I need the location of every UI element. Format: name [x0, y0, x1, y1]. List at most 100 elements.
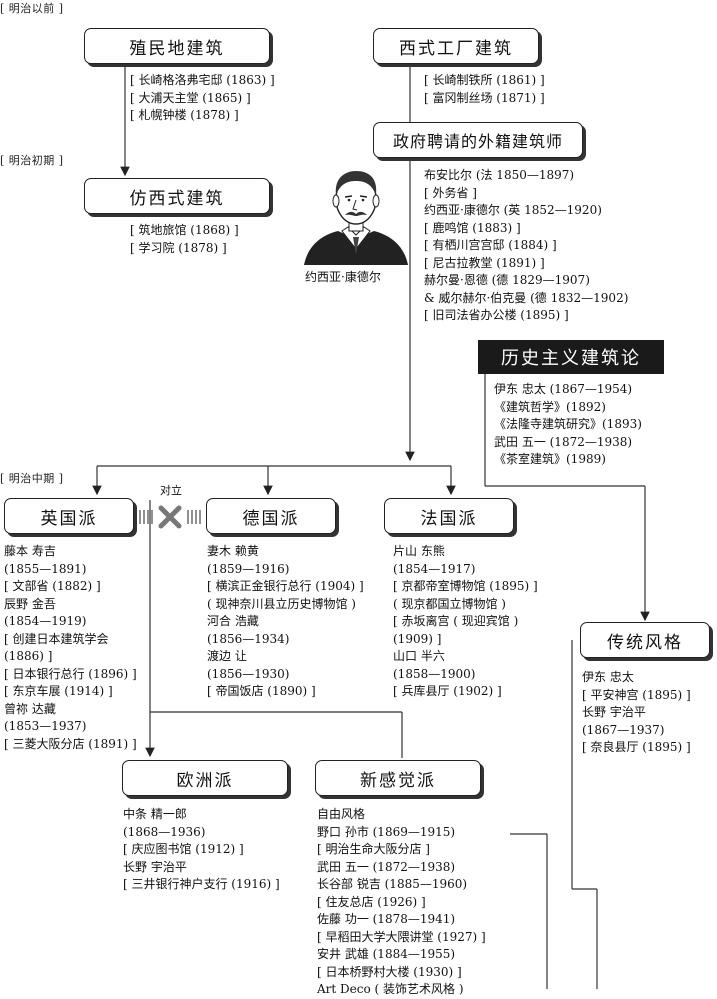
- list-item: 《法隆寺建筑研究》(1893): [494, 417, 642, 431]
- list-item: 长野 宇治平: [123, 859, 187, 874]
- list-item: (1854—1919): [4, 614, 87, 628]
- box-european-school: 欧洲派: [122, 760, 288, 796]
- list-item: [ 赤坂离宫 ( 现迎宾馆 ): [393, 614, 519, 628]
- opposition-x-icon: [158, 505, 182, 529]
- list-item: [ 三菱大阪分店 (1891) ]: [4, 736, 137, 751]
- list-item: [ 鹿鸣馆 (1883) ]: [424, 220, 521, 235]
- box-western-factory: 西式工厂建筑: [373, 28, 539, 64]
- list-item: [ 日本银行总行 (1896) ]: [4, 666, 137, 681]
- list-item: [ 早稻田大学大隈讲堂 (1927) ]: [317, 929, 486, 944]
- list-colonial: [ 长崎格洛弗宅邸 (1863) ] [ 大浦天主堂 (1865) ] [ 札幌…: [130, 72, 275, 125]
- list-item: 野口 孙市 (1869—1915): [317, 824, 456, 839]
- list-item: [ 尼古拉教堂 (1891) ]: [424, 255, 545, 270]
- list-item: 河合 浩藏: [207, 614, 259, 628]
- list-item: 中条 精一郎: [123, 807, 187, 821]
- list-item: ( 现神奈川县立历史博物馆 ): [207, 596, 356, 611]
- list-item: [ 长崎制铁所 (1861) ]: [424, 73, 545, 87]
- list-item: [ 札幌钟楼 (1878) ]: [130, 108, 239, 122]
- list-item: 武田 五一 (1872—1938): [317, 859, 456, 874]
- list-item: [ 明治生命大阪分店 ]: [317, 842, 430, 856]
- box-french-school: 法国派: [384, 498, 514, 534]
- list-item: 长野 宇治平: [582, 705, 646, 719]
- list-item: [ 日本桥野村大楼 (1930) ]: [317, 964, 462, 979]
- list-item: (1858—1900): [393, 666, 476, 681]
- list-item: (1853—1937): [4, 719, 87, 733]
- list-item: 伊东 忠太 (1867—1954): [494, 382, 633, 396]
- list-item: 布安比尔 (法 1850—1897): [424, 168, 575, 182]
- list-item: 长谷部 锐吉 (1885—1960): [317, 877, 468, 891]
- list-item: 伊东 忠太: [582, 670, 634, 684]
- list-item: 自由风格: [317, 807, 366, 821]
- list-foreign-architects: 布安比尔 (法 1850—1897) [ 外务省 ] 约西亚·康德尔 (英 18…: [424, 167, 628, 325]
- list-historicism: 伊东 忠太 (1867—1954) 《建筑哲学》(1892) 《法隆寺建筑研究》…: [494, 381, 642, 469]
- list-item: 妻木 赖黄: [207, 544, 259, 558]
- box-historicism: 历史主义建筑论: [478, 340, 664, 374]
- list-item: [ 筑地旅馆 (1868) ]: [130, 223, 239, 237]
- box-pseudo-western: 仿西式建筑: [84, 178, 270, 214]
- list-item: (1886) ]: [4, 649, 53, 663]
- box-colonial-architecture: 殖民地建筑: [84, 28, 270, 64]
- list-german-school: 妻木 赖黄 (1859—1916) [ 横滨正金银行总行 (1904) ] ( …: [207, 543, 364, 701]
- list-item: [ 东京车展 (1914) ]: [4, 684, 113, 698]
- list-item: [ 大浦天主堂 (1865) ]: [130, 90, 251, 105]
- list-item: (1854—1917): [393, 561, 476, 576]
- list-item: Art Deco ( 装饰艺术风格 ): [317, 982, 464, 996]
- list-item: 藤本 寿吉: [4, 544, 56, 558]
- list-item: [ 京都帝室博物馆 (1895) ]: [393, 579, 538, 593]
- list-item: [ 住友总店 (1926) ]: [317, 894, 426, 909]
- list-item: [ 学习院 (1878) ]: [130, 240, 227, 255]
- list-item: [ 旧司法省办公楼 (1895) ]: [424, 308, 569, 322]
- period-before-meiji: [ 明治以前 ]: [0, 2, 64, 15]
- list-item: ( 现京都国立博物馆 ): [393, 596, 506, 611]
- list-item: [ 外务省 ]: [424, 185, 477, 200]
- josiah-conder-portrait: [304, 171, 408, 265]
- list-traditional-style: 伊东 忠太 [ 平安神宫 (1895) ] 长野 宇治平 (1867—1937)…: [582, 669, 691, 757]
- period-middle-meiji: [ 明治中期 ]: [0, 472, 64, 485]
- list-item: [ 平安神宫 (1895) ]: [582, 687, 691, 702]
- list-item: (1859—1916): [207, 561, 290, 576]
- list-item: [ 有栖川宫宫邸 (1884) ]: [424, 238, 557, 252]
- list-item: 安井 武雄 (1884—1955): [317, 947, 456, 961]
- list-item: [ 兵库县厅 (1902) ]: [393, 684, 502, 698]
- box-british-school: 英国派: [4, 498, 134, 534]
- box-german-school: 德国派: [206, 498, 336, 534]
- box-new-sense-school: 新感觉派: [315, 760, 481, 796]
- list-item: (1855—1891): [4, 561, 87, 576]
- list-european-school: 中条 精一郎 (1868—1936) [ 庆应图书馆 (1912) ] 长野 宇…: [123, 806, 280, 894]
- list-item: 渡边 让: [207, 649, 247, 663]
- box-foreign-architects: 政府聘请的外籍建筑师: [373, 122, 583, 158]
- list-item: 山口 半六: [393, 649, 445, 663]
- list-item: & 威尔赫尔·伯克曼 (德 1832—1902): [424, 290, 629, 305]
- list-item: (1909) ]: [393, 631, 442, 646]
- list-item: (1856—1930): [207, 666, 290, 681]
- list-item: 赫尔曼·恩德 (德 1829—1907): [424, 273, 590, 287]
- list-item: (1868—1936): [123, 824, 206, 839]
- list-french-school: 片山 东熊 (1854—1917) [ 京都帝室博物馆 (1895) ] ( 现…: [393, 543, 538, 701]
- list-item: 《茶室建筑》(1989): [494, 452, 606, 466]
- list-item: [ 奈良县厅 (1895) ]: [582, 740, 691, 754]
- list-item: 辰野 金吾: [4, 596, 56, 611]
- portrait-caption: 约西亚·康德尔: [305, 270, 381, 284]
- list-item: (1856—1934): [207, 631, 290, 646]
- list-western-factory: [ 长崎制铁所 (1861) ] [ 富冈制丝场 (1871) ]: [424, 72, 545, 107]
- list-item: [ 创建日本建筑学会: [4, 631, 109, 646]
- list-item: 武田 五一 (1872—1938): [494, 434, 633, 449]
- list-item: [ 三井银行神户支行 (1916) ]: [123, 877, 280, 891]
- list-pseudo-western: [ 筑地旅馆 (1868) ] [ 学习院 (1878) ]: [130, 222, 239, 257]
- list-item: [ 富冈制丝场 (1871) ]: [424, 90, 545, 105]
- list-item: [ 庆应图书馆 (1912) ]: [123, 842, 244, 856]
- list-item: 曾祢 达藏: [4, 701, 56, 716]
- list-item: [ 横滨正金银行总行 (1904) ]: [207, 579, 364, 593]
- box-traditional-style: 传统风格: [580, 622, 710, 658]
- list-item: 佐藤 功一 (1878—1941): [317, 912, 456, 926]
- list-new-sense-school: 自由风格 野口 孙市 (1869—1915) [ 明治生命大阪分店 ] 武田 五…: [317, 806, 486, 999]
- list-item: 《建筑哲学》(1892): [494, 399, 606, 414]
- period-early-meiji: [ 明治初期 ]: [0, 154, 64, 167]
- opposition-label: 对立: [160, 484, 182, 497]
- list-item: (1867—1937): [582, 722, 665, 737]
- list-item: [ 帝国饭店 (1890) ]: [207, 684, 316, 698]
- list-item: [ 文部省 (1882) ]: [4, 579, 101, 593]
- list-item: [ 长崎格洛弗宅邸 (1863) ]: [130, 73, 275, 87]
- list-british-school: 藤本 寿吉 (1855—1891) [ 文部省 (1882) ] 辰野 金吾 (…: [4, 543, 137, 753]
